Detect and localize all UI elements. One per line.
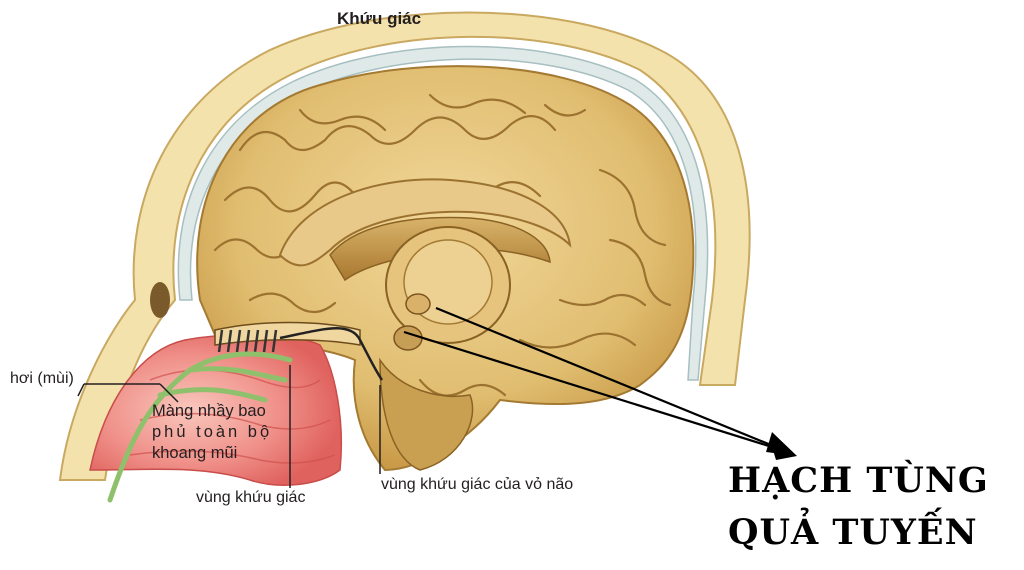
label-olfactory-cortex: vùng khứu giác của vỏ não bbox=[381, 476, 573, 494]
pituitary-area bbox=[394, 326, 422, 350]
label-mucous-membrane: Màng nhầy bao phủ toàn bộ khoang mũi bbox=[152, 401, 272, 464]
arrow-head-2 bbox=[770, 440, 797, 460]
annotation-pineal-line-2: QUẢ TUYẾN bbox=[728, 512, 978, 553]
label-mucous-line-3: khoang mũi bbox=[152, 443, 272, 464]
label-mucous-line-2: phủ toàn bộ bbox=[152, 422, 272, 443]
label-olfactory-area: vùng khứu giác bbox=[196, 489, 305, 507]
annotation-pineal-line-1: HẠCH TÙNG bbox=[728, 460, 989, 501]
pineal-gland bbox=[406, 294, 430, 314]
label-mucous-line-1: Màng nhầy bao bbox=[152, 401, 272, 422]
label-odor: hơi (mùi) bbox=[10, 370, 74, 388]
frontal-sinus bbox=[150, 282, 170, 318]
label-olfaction: Khứu giác bbox=[337, 9, 421, 29]
